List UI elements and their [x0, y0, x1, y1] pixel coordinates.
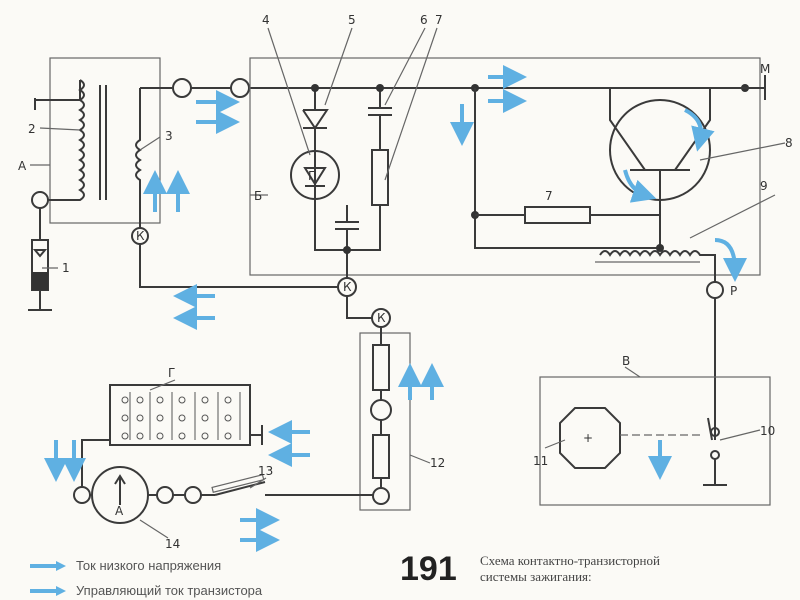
label-6: 6 — [420, 13, 428, 27]
breaker-box-v — [539, 376, 771, 506]
battery-cells — [121, 392, 241, 440]
terminal — [172, 78, 192, 98]
label-a: А — [18, 159, 27, 173]
arrow-icon — [30, 560, 68, 571]
label-5: 5 — [348, 13, 356, 27]
zener-label: Г — [308, 169, 315, 183]
legend-item-low-voltage: Ток низкого напряжения — [30, 558, 221, 573]
zener-diode — [290, 150, 347, 251]
terminal-k-label: К — [377, 311, 386, 325]
legend-label: Ток низкого напряжения — [76, 558, 222, 573]
ammeter-label: A — [115, 504, 124, 518]
resistor-box — [359, 332, 411, 511]
breaker-contacts — [703, 417, 727, 486]
label-7-right: 7 — [545, 189, 553, 203]
label-9: 9 — [760, 179, 768, 193]
label-11: 11 — [533, 454, 548, 468]
terminal-p — [706, 281, 724, 299]
terminal — [31, 191, 49, 209]
terminal-k-label: К — [136, 229, 145, 243]
cam — [559, 407, 621, 469]
label-8: 8 — [785, 136, 793, 150]
label-b: Б — [254, 189, 262, 203]
battery — [109, 384, 251, 446]
leader-lines — [30, 27, 786, 539]
label-v: В — [622, 354, 630, 368]
primary-coil — [34, 79, 107, 201]
terminal-k-label: К — [343, 280, 352, 294]
legend-item-control-current: Управляющий ток транзистора — [30, 583, 262, 598]
coil-box-a — [49, 57, 161, 224]
ignition-switch — [211, 474, 265, 493]
label-1: 1 — [62, 261, 70, 275]
plus-label: + — [583, 431, 593, 445]
label-10: 10 — [760, 424, 775, 438]
label-m: М — [760, 62, 770, 76]
capacitor — [335, 88, 392, 279]
label-g: Г — [168, 366, 175, 380]
figure-number: 191 — [400, 550, 457, 588]
label-13: 13 — [258, 464, 273, 478]
switch-unit-box-b — [249, 57, 761, 276]
label-4: 4 — [262, 13, 270, 27]
primary-winding — [595, 250, 716, 282]
current-arrows — [44, 65, 747, 552]
label-3: 3 — [165, 129, 173, 143]
spark-plug — [28, 208, 52, 311]
label-14: 14 — [165, 537, 180, 551]
figure-caption-line1: Схема контактно-транзисторной — [480, 553, 660, 568]
resistor — [524, 206, 591, 224]
label-12: 12 — [430, 456, 445, 470]
transistor — [609, 88, 711, 248]
terminal — [230, 78, 250, 98]
diode — [302, 88, 329, 150]
secondary-coil — [135, 87, 172, 228]
label-p: Р — [730, 284, 737, 298]
arrow-icon — [30, 585, 68, 596]
label-2: 2 — [28, 122, 36, 136]
legend-label: Управляющий ток транзистора — [76, 583, 263, 598]
figure-caption-line2: системы зажигания: — [480, 569, 592, 584]
label-7-top: 7 — [435, 13, 443, 27]
